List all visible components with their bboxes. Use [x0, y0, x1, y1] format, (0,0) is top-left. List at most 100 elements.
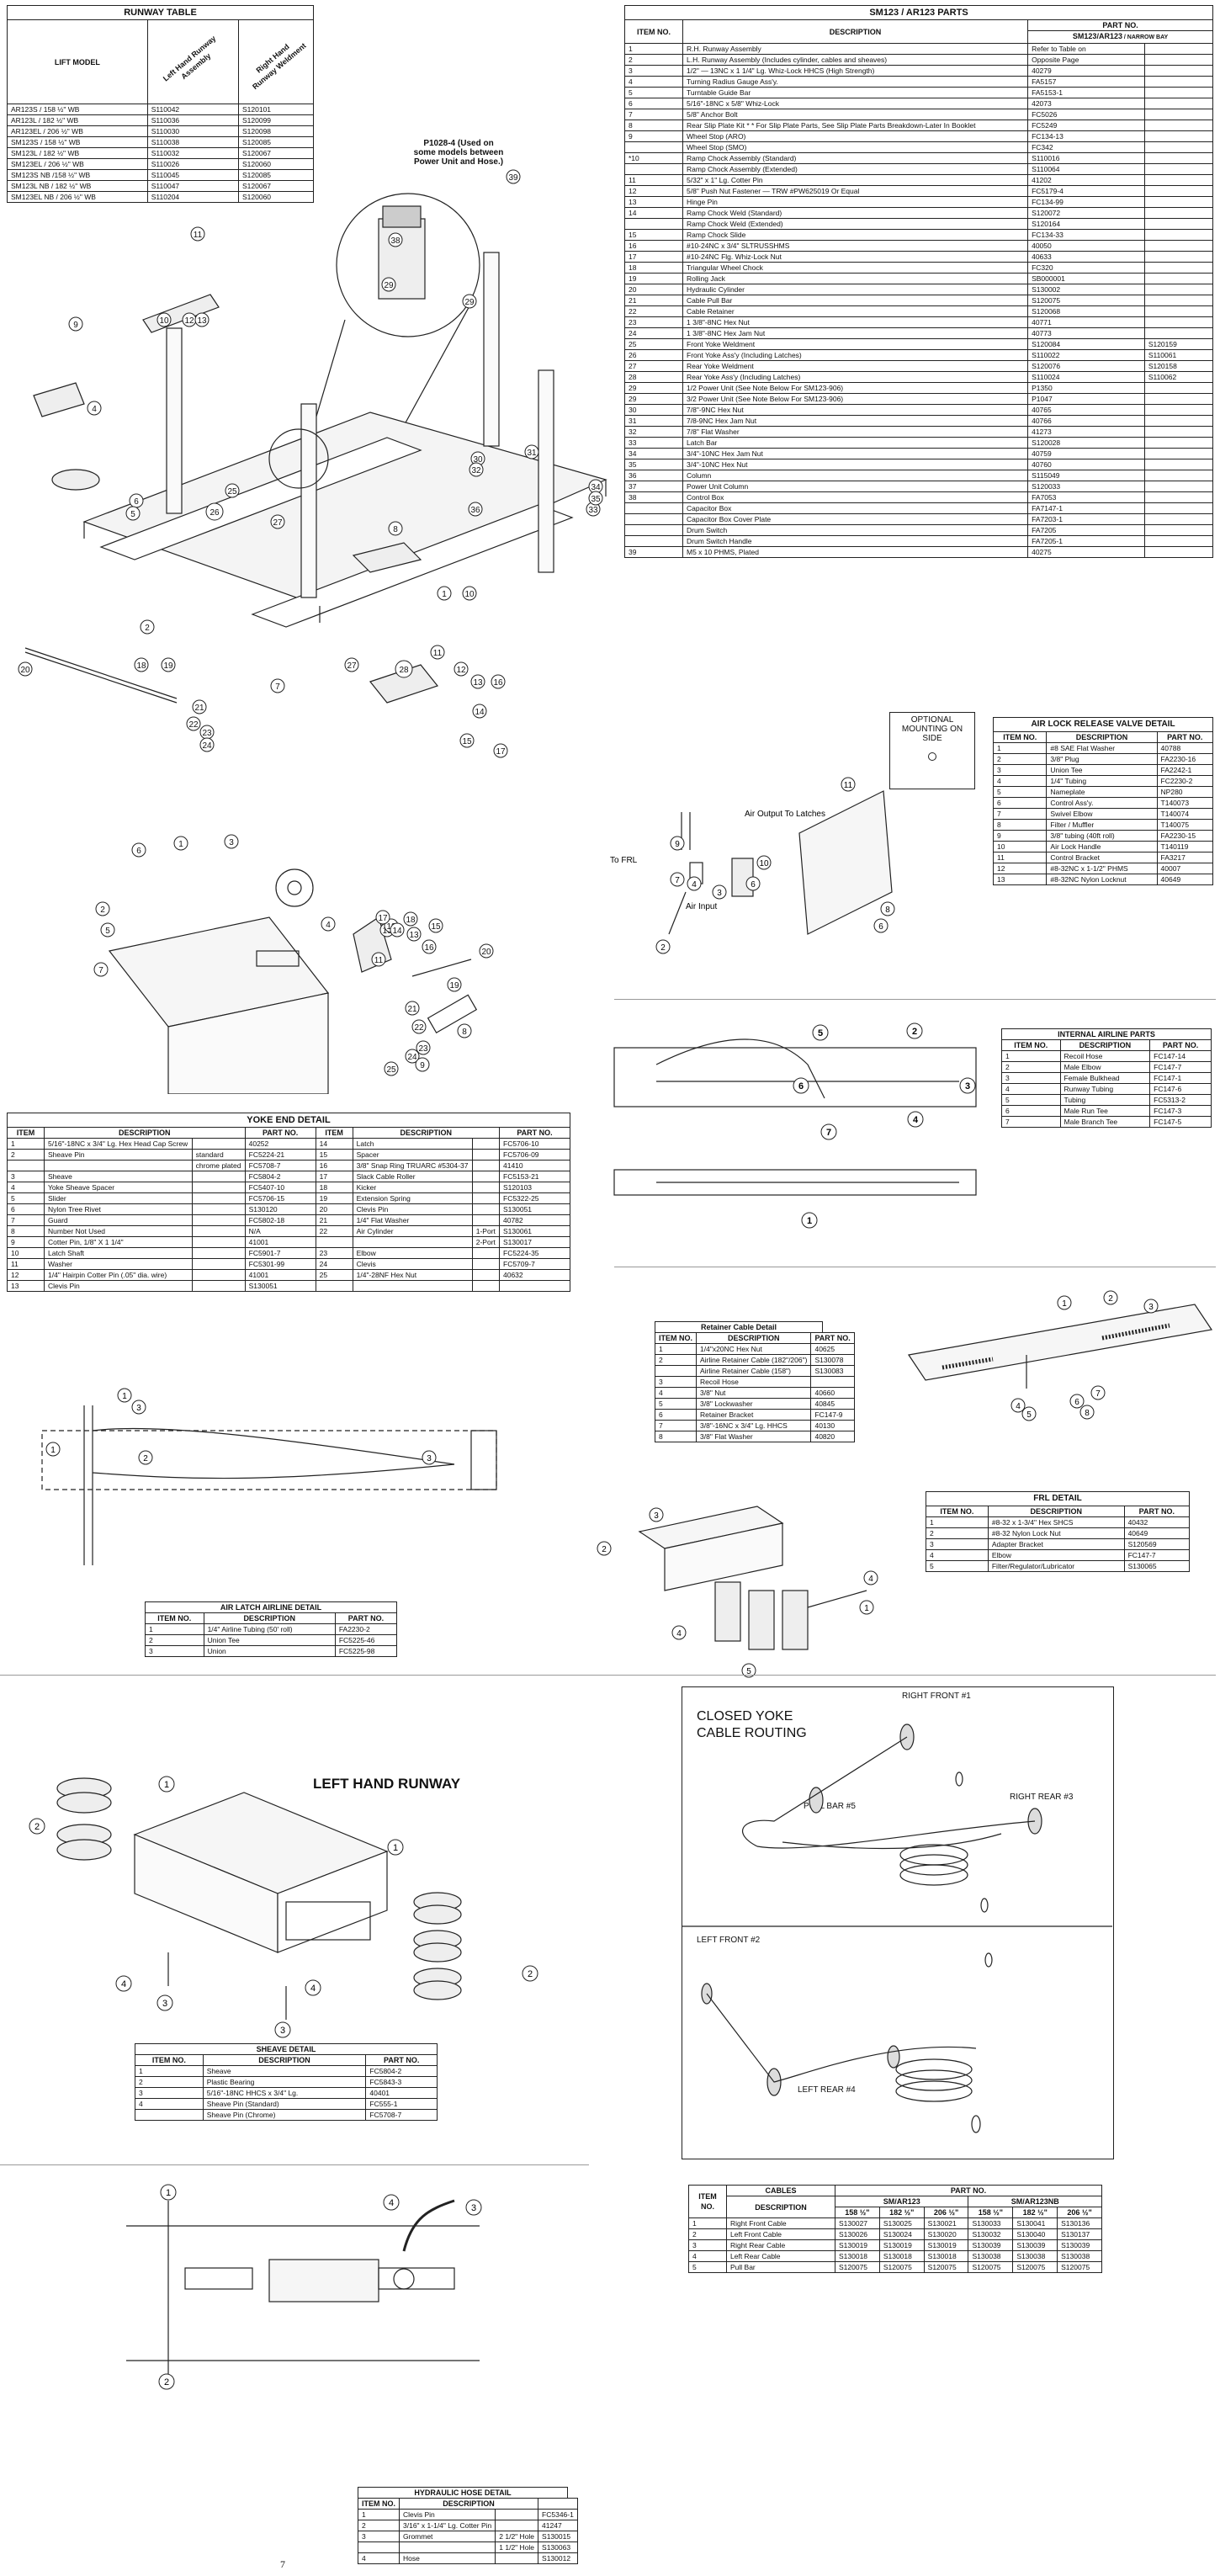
- air-lock-row-cell: Air Lock Handle: [1046, 841, 1158, 852]
- air-lock-row-cell: 40788: [1156, 742, 1214, 754]
- yoke-row-cell: [471, 1160, 501, 1171]
- internal-col-desc: DESCRIPTION: [1059, 1039, 1151, 1051]
- parts-row-cell: 33: [624, 437, 683, 449]
- svg-text:13: 13: [473, 678, 483, 688]
- svg-text:15: 15: [431, 922, 441, 932]
- air-lock-col-desc: DESCRIPTION: [1046, 731, 1158, 743]
- svg-text:2: 2: [1108, 1294, 1113, 1304]
- svg-text:1: 1: [442, 590, 447, 599]
- air-lock-row-cell: Control Bracket: [1046, 852, 1158, 863]
- yoke-row-cell: 24: [315, 1258, 353, 1270]
- cables-row-cell: S130020: [923, 2228, 969, 2240]
- hose-row-cell: [358, 2541, 400, 2553]
- cables-row-cell: S130024: [878, 2228, 925, 2240]
- separator: [0, 2164, 589, 2165]
- yoke-row-cell: 15: [315, 1149, 353, 1161]
- runway-row-cell: S110036: [146, 114, 240, 126]
- svg-text:1: 1: [178, 840, 183, 849]
- parts-row-cell: 40765: [1027, 404, 1145, 416]
- svg-text:3: 3: [1148, 1303, 1154, 1312]
- cables-row-cell: S130136: [1057, 2217, 1102, 2229]
- yoke-row-cell: 16: [315, 1160, 353, 1171]
- parts-row-cell: 40050: [1027, 240, 1145, 252]
- air-latch-title: AIR LATCH AIRLINE DETAIL: [145, 1601, 397, 1612]
- runway-row-cell: S120101: [238, 104, 314, 115]
- to-frl-label: To FRL: [610, 856, 638, 865]
- hose-row-cell: S130015: [538, 2531, 578, 2542]
- cables-size-header: 206 ½": [923, 2207, 969, 2218]
- hydraulic-hose-table: HYDRAULIC HOSE DETAIL ITEM NO. DESCRIPTI…: [358, 2487, 578, 2564]
- parts-row-cell: Rear Slip Plate Kit * * For Slip Plate P…: [682, 120, 1029, 131]
- yoke-row-cell: FC5901-7: [244, 1247, 316, 1259]
- cables-row-cell: S130018: [878, 2250, 925, 2262]
- parts-row-cell: Hinge Pin: [682, 196, 1029, 208]
- svg-text:7: 7: [826, 1128, 831, 1138]
- yoke-row-cell: [191, 1225, 246, 1237]
- air-lock-row-cell: T140119: [1156, 841, 1214, 852]
- air-lock-row-cell: T140074: [1156, 808, 1214, 820]
- yoke-row-cell: Elbow: [352, 1247, 473, 1259]
- yoke-row-cell: 41410: [499, 1160, 570, 1171]
- frl-row-cell: S120569: [1123, 1538, 1191, 1550]
- parts-row-cell: [1143, 43, 1214, 55]
- hose-row-cell: [495, 2552, 539, 2564]
- sheave-title: SHEAVE DETAIL: [135, 2043, 438, 2054]
- parts-row-cell: #10-24NC x 3/4" SLTRUSSHMS: [682, 240, 1029, 252]
- parts-row-cell: [624, 218, 683, 230]
- parts-row-cell: Ramp Chock Assembly (Extended): [682, 163, 1029, 175]
- parts-row-cell: 1: [624, 43, 683, 55]
- frl-row-cell: 2: [926, 1527, 989, 1539]
- air-lock-row-cell: FA2242-1: [1156, 764, 1214, 776]
- svg-text:10: 10: [464, 590, 475, 599]
- internal-airline-row-cell: FC147-7: [1149, 1061, 1212, 1073]
- parts-row-cell: S120072: [1027, 207, 1145, 219]
- cables-row-cell: S130038: [968, 2250, 1014, 2262]
- retainer-row-cell: 40820: [810, 1431, 855, 1442]
- parts-row-cell: 7/8" Flat Washer: [682, 426, 1029, 438]
- svg-text:5: 5: [130, 510, 135, 519]
- parts-row-cell: [1143, 54, 1214, 66]
- yoke-end-table: YOKE END DETAIL ITEM DESCRIPTION PART NO…: [7, 1113, 570, 1292]
- cables-row-cell: 3: [688, 2239, 727, 2251]
- sheave-row-cell: 1: [135, 2065, 204, 2077]
- parts-row-cell: 42073: [1027, 98, 1145, 109]
- parts-row-cell: [1143, 218, 1214, 230]
- parts-row-cell: [1143, 251, 1214, 263]
- yoke-row-cell: 40252: [244, 1138, 316, 1150]
- cables-row-cell: S130032: [968, 2228, 1014, 2240]
- frl-row-cell: Adapter Bracket: [987, 1538, 1125, 1550]
- yoke-row-cell: [191, 1214, 246, 1226]
- sheave-row-cell: [135, 2109, 204, 2121]
- svg-text:14: 14: [475, 708, 485, 717]
- svg-text:22: 22: [414, 1023, 424, 1033]
- cables-row-cell: S120075: [1012, 2261, 1058, 2273]
- parts-row-cell: Refer to Table on: [1027, 43, 1145, 55]
- yoke-row-cell: S130051: [244, 1280, 316, 1292]
- svg-text:1: 1: [393, 1843, 398, 1853]
- sheave-row-cell: 3: [135, 2087, 204, 2099]
- svg-text:1: 1: [864, 1604, 869, 1613]
- air-lock-row-cell: Nameplate: [1046, 786, 1158, 798]
- parts-row-cell: P1350: [1027, 382, 1145, 394]
- yoke-row-cell: 19: [315, 1192, 353, 1204]
- yoke-row-cell: [471, 1280, 501, 1292]
- parts-row-cell: L.H. Runway Assembly (Includes cylinder,…: [682, 54, 1029, 66]
- svg-text:6: 6: [136, 847, 141, 856]
- cables-row-cell: S120075: [878, 2261, 925, 2273]
- parts-row-cell: S120158: [1143, 360, 1214, 372]
- svg-text:20: 20: [481, 948, 491, 957]
- sheave-row: Sheave Pin (Chrome)FC5708-7: [135, 2109, 438, 2121]
